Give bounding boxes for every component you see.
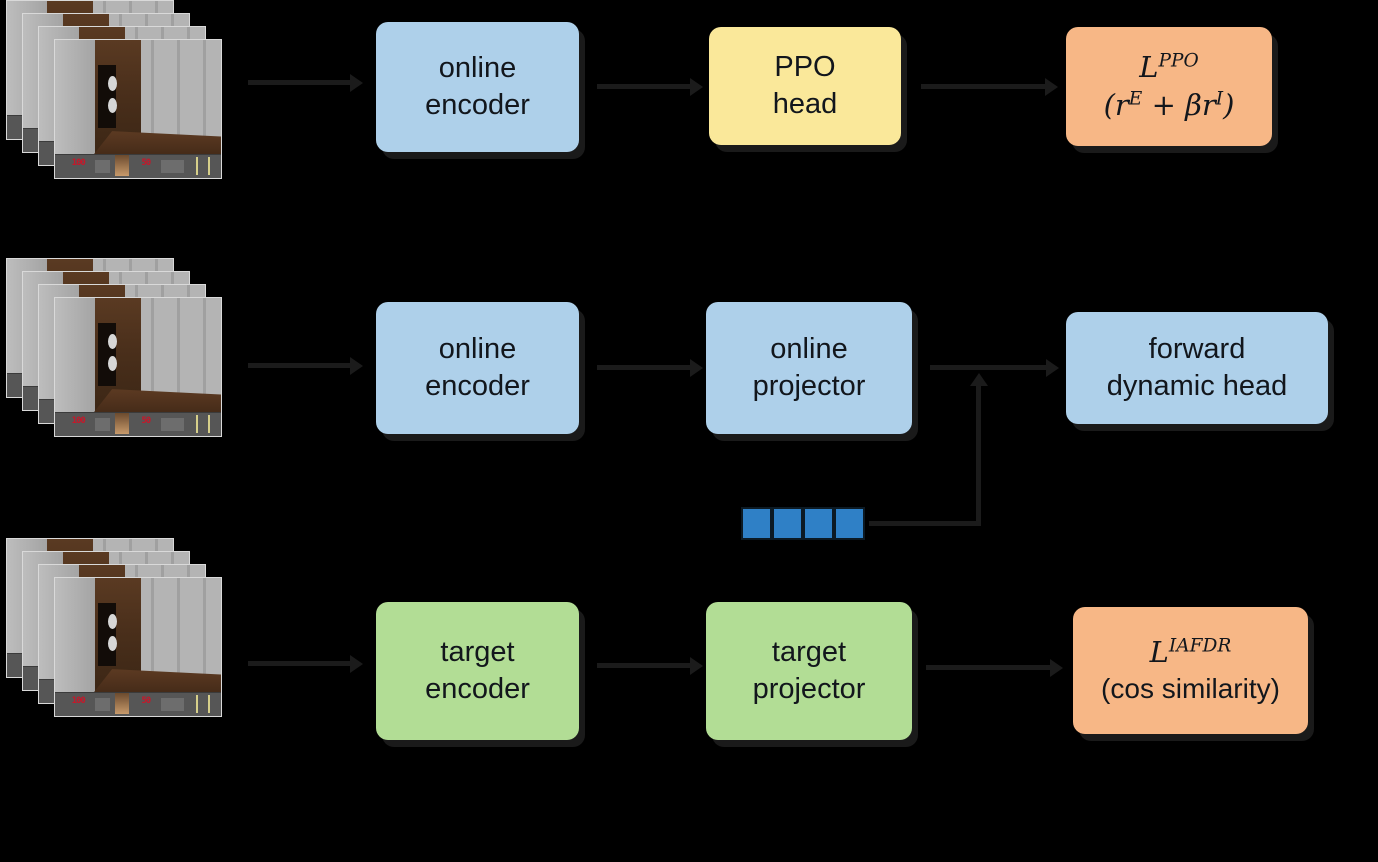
hud-ammo: 50 [141, 415, 151, 426]
wall-left [55, 298, 99, 420]
item-glyph [108, 635, 118, 651]
action-embedding-cell [803, 507, 834, 540]
hud: 100 50 [55, 691, 221, 716]
item-glyph [108, 613, 118, 629]
action-embedding-cell [834, 507, 865, 540]
ppo-loss-symbol: LPPO [1139, 49, 1199, 84]
frame: 100 50 [54, 297, 222, 437]
iafdr-loss-subtitle: (cos similarity) [1101, 673, 1280, 705]
node-label-line2: encoder [425, 370, 530, 402]
node-online-encoder-ppo: online encoder [376, 22, 579, 152]
hud-ammo: 50 [141, 157, 151, 168]
arrow-ppo-head-to-loss [921, 84, 1047, 89]
frame-stack-target: 100 50 100 [6, 538, 222, 718]
frame: 100 50 [54, 577, 222, 717]
hud-pill [94, 417, 110, 431]
hud-ammo: 50 [141, 695, 151, 706]
action-embedding-cell [772, 507, 803, 540]
doom-scene: 100 50 [55, 40, 221, 178]
corridor-shadow [98, 64, 117, 129]
node-label-line1: online [770, 332, 848, 365]
action-embedding-cell [741, 507, 772, 540]
node-target-encoder: target encoder [376, 602, 579, 740]
node-label-line1: online [438, 332, 517, 365]
hud: 100 50 [55, 411, 221, 436]
action-embedding-connector-horizontal [869, 521, 981, 526]
hud-face [114, 413, 129, 434]
hud-pill [94, 697, 110, 711]
corridor-shadow [98, 602, 117, 667]
hud-pill [94, 159, 110, 173]
hud-health: 100 [71, 695, 86, 706]
node-target-projector: target projector [706, 602, 912, 740]
node-label-line1: PPO [774, 50, 836, 83]
arrow-online-input-to-encoder [248, 363, 352, 368]
hud-face [114, 155, 129, 176]
node-ppo-head: PPO head [709, 27, 901, 145]
arrow-target-projector-to-loss [926, 665, 1052, 670]
hud: 100 50 [55, 153, 221, 178]
node-label-line2: projector [752, 370, 866, 402]
corridor-shadow [98, 322, 117, 387]
frame: 100 50 [54, 39, 222, 179]
hud-health: 100 [71, 157, 86, 168]
item-glyph [108, 97, 118, 113]
hud-tick [196, 157, 199, 175]
node-ppo-loss: LPPO (rE + βrI) [1066, 27, 1272, 146]
hud-tick [196, 415, 199, 433]
hud-tick [207, 157, 210, 175]
node-label-line1: forward [1148, 332, 1246, 365]
wall-left [55, 578, 99, 700]
node-forward-dynamic-head: forward dynamic head [1066, 312, 1328, 424]
arrow-target-input-to-encoder [248, 661, 352, 666]
node-online-encoder: online encoder [376, 302, 579, 434]
action-embedding-connector-vertical [976, 384, 981, 524]
hud-face [114, 693, 129, 714]
node-label-line1: online [438, 51, 517, 84]
node-label-line2: encoder [425, 673, 530, 705]
wall-left [55, 40, 99, 162]
action-embedding [741, 507, 865, 540]
item-glyph [108, 333, 118, 349]
node-label-line2: head [772, 88, 838, 120]
frame-stack-ppo: 100 50 100 [6, 0, 222, 180]
node-label-line2: dynamic head [1106, 370, 1288, 402]
hud-pill [161, 697, 185, 711]
item-glyph [108, 355, 118, 371]
doom-scene: 100 50 [55, 298, 221, 436]
arrow-target-encoder-to-projector [597, 663, 692, 668]
arrow-projector-to-forward-head [930, 365, 1048, 370]
node-online-projector: online projector [706, 302, 912, 434]
arrow-encoder-to-ppo-head [597, 84, 692, 89]
iafdr-loss-symbol: LIAFDR [1149, 634, 1232, 669]
node-iafdr-loss: LIAFDR (cos similarity) [1073, 607, 1308, 734]
node-label-line1: target [771, 635, 847, 668]
hud-health: 100 [71, 415, 86, 426]
ppo-loss-subtitle: (rE + βrI) [1103, 87, 1235, 122]
node-label-line1: target [440, 635, 515, 668]
hud-pill [161, 417, 185, 431]
node-label-line2: projector [752, 673, 866, 705]
arrow-online-encoder-to-projector [597, 365, 692, 370]
arrow-ppo-input-to-encoder [248, 80, 352, 85]
hud-pill [161, 159, 185, 173]
hud-tick [196, 695, 199, 713]
hud-tick [207, 695, 210, 713]
frame-stack-online: 100 50 100 [6, 258, 222, 438]
item-glyph [108, 75, 118, 91]
hud-tick [207, 415, 210, 433]
node-label-line2: encoder [425, 89, 530, 121]
doom-scene: 100 50 [55, 578, 221, 716]
